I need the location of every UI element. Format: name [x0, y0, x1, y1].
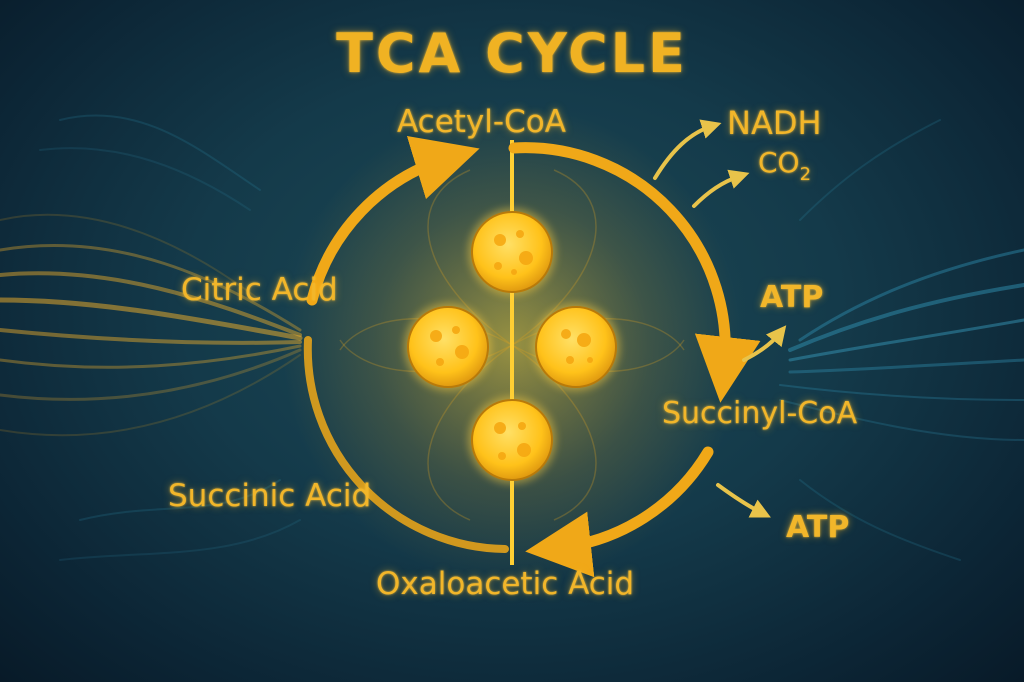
cycle-arrow-right [508, 142, 761, 403]
background-waves [0, 114, 1024, 561]
product-nadh: NADH [727, 104, 822, 142]
cycle-arrow-left [306, 135, 480, 306]
node-citric-acid: Citric Acid [181, 272, 338, 308]
co2-arrow [692, 169, 750, 208]
atp-upper-arrow [742, 325, 787, 362]
node-succinic-acid: Succinic Acid [168, 478, 372, 514]
cycle-arc-left [303, 336, 509, 553]
product-co2: CO2 [758, 146, 811, 185]
co2-subscript: 2 [799, 164, 812, 185]
atp-lower-arrow [716, 483, 771, 518]
node-acetyl-coa: Acetyl-CoA [397, 104, 566, 140]
co2-base-text: CO [758, 146, 800, 179]
node-oxaloacetic-acid: Oxaloacetic Acid [376, 566, 635, 602]
nadh-arrow [653, 119, 722, 180]
product-atp-upper: ATP [760, 280, 824, 315]
product-atp-lower: ATP [786, 510, 850, 545]
node-succinyl-coa: Succinyl-CoA [662, 396, 858, 431]
center-blobs [404, 208, 620, 484]
diagram-title: TCA CYCLE [336, 22, 688, 85]
cycle-arrow-bottom [525, 446, 714, 578]
